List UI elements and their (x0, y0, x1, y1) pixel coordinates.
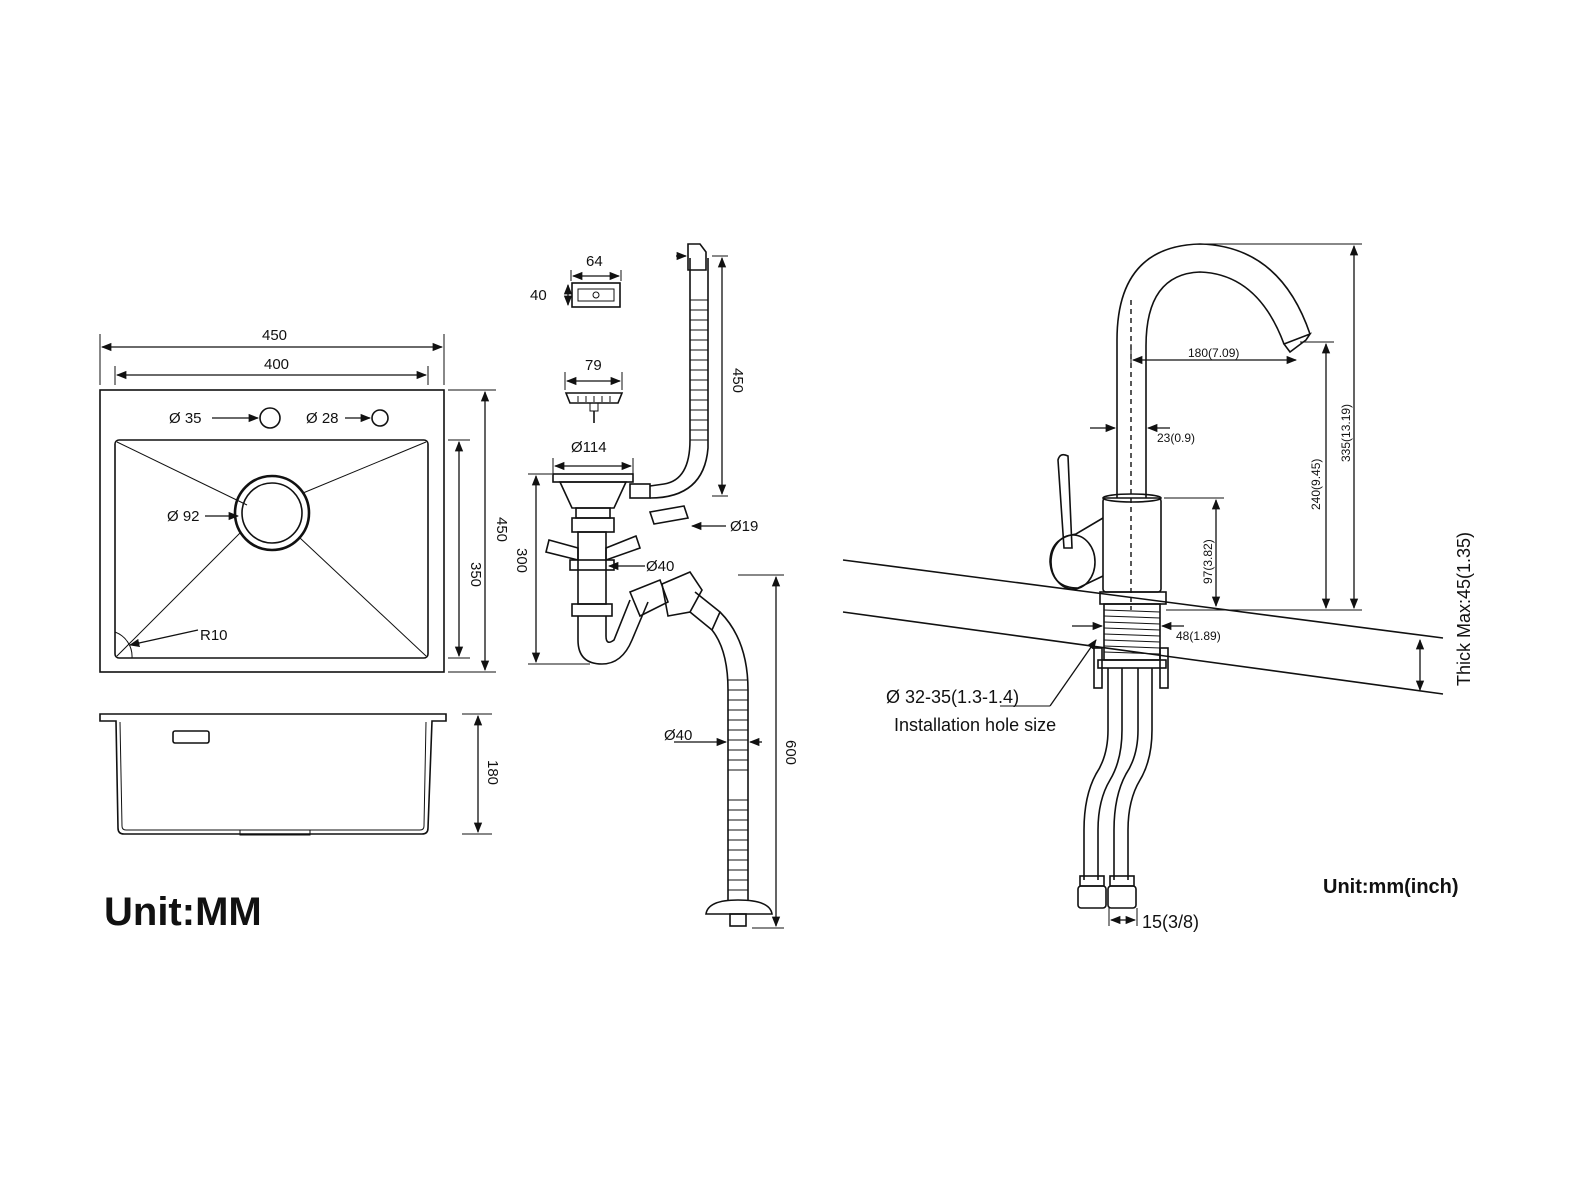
sink-outer-outline (99, 389, 445, 673)
unit-label-right: Unit:mm(inch) (1323, 876, 1459, 898)
strainer-width-label: 79 (585, 357, 602, 374)
drain-hose-ribs (728, 679, 748, 891)
overflow-cover-inner (577, 288, 615, 302)
side-inlet-left (545, 539, 579, 562)
mounting-plate (1097, 659, 1167, 669)
bowl-height-label: 180 (484, 760, 501, 785)
trap-bend-inner (605, 599, 631, 644)
drain-coupling (571, 517, 615, 533)
drain-hose-left (711, 629, 729, 900)
hose-thread-label: 15(3/8) (1142, 912, 1199, 932)
drain-body (558, 481, 628, 509)
thread-lines (1103, 609, 1161, 655)
trap-elbow (628, 578, 669, 618)
faucet-body (1102, 497, 1162, 593)
overflow-hose-ribs (690, 299, 708, 441)
overflow-hose-label: 450 (729, 368, 746, 393)
unit-label-left: Unit:MM (104, 890, 262, 934)
hole-size-label: Ø 32-35(1.3-1.4) (886, 687, 1019, 707)
outer-width-label: 450 (262, 327, 287, 344)
strainer-basket (564, 392, 624, 404)
overflow-hose-left (649, 258, 691, 487)
thickness-label: Thick Max:45(1.35) (1454, 532, 1474, 686)
spout-outer (1116, 243, 1311, 498)
faucet: 15(3/8) 180(7.09) 23(0.9) 97(3.82) 240(9… (842, 243, 1474, 932)
drain-hose-label: 600 (782, 740, 799, 765)
drain-kit: 64 40 79 Ø114 (513, 243, 799, 929)
trap-height-label: 300 (513, 548, 530, 573)
hose-connector (648, 505, 690, 525)
corner-radius-arc (114, 631, 133, 659)
slope-line (302, 441, 427, 494)
slope-line (116, 532, 241, 657)
lever-offset-label: 23(0.9) (1157, 431, 1195, 445)
total-height-label: 335(13.19) (1339, 404, 1353, 462)
drain-nut (575, 507, 611, 519)
handle-base (1049, 517, 1104, 589)
trap-outlet (661, 571, 703, 617)
trap-nut (571, 603, 613, 617)
countertop-top-edge (842, 559, 1444, 639)
faucet-hole-small (371, 409, 389, 427)
drain-hose-right (719, 611, 749, 900)
base-diameter-label: 48(1.89) (1176, 629, 1221, 643)
inner-depth-label: 350 (467, 562, 484, 587)
hole-size-pointer (1049, 639, 1097, 707)
drain-inner-circle (241, 482, 303, 544)
sink-side-view: 180 (99, 713, 501, 836)
overflow-slot (172, 730, 210, 744)
overflow-cover (571, 282, 621, 308)
drain-label: Ø 92 (167, 508, 200, 525)
overflow-width-label: 64 (586, 253, 603, 270)
reach-label: 180(7.09) (1188, 346, 1239, 360)
overflow-hose-right (649, 258, 709, 499)
spout-tip (1282, 332, 1313, 354)
outer-depth-label: 450 (493, 517, 510, 542)
pipe-bottom-diameter-label: Ø40 (664, 727, 692, 744)
drain-hose-foot (705, 899, 773, 915)
sink-side-outline (99, 713, 447, 835)
overflow-hose-head (687, 243, 707, 271)
corner-radius-label: R10 (200, 627, 228, 644)
hole-small-label: Ø 28 (306, 410, 339, 427)
hose-coupler (689, 591, 721, 632)
drain-bottom (239, 829, 311, 836)
drain-nut-mid (569, 559, 615, 571)
drain-hose-tip (729, 913, 747, 927)
mounting-bolt-right (1159, 647, 1169, 689)
supply-hose-right-b (1127, 668, 1153, 880)
sink-top-view: R10 Ø 35 Ø 28 Ø 92 450 400 350 450 (99, 327, 510, 673)
sink-bowl-outline (114, 439, 429, 659)
hose-nut-right (1107, 885, 1137, 909)
spout-inner (1145, 271, 1285, 498)
side-inlet-right (605, 534, 642, 562)
connector-label: Ø19 (730, 518, 758, 535)
inner-width-label: 400 (264, 356, 289, 373)
pipe-top-diameter-label: Ø40 (646, 558, 674, 575)
supply-hose-left-a (1083, 668, 1109, 880)
drain-pipe (577, 531, 607, 605)
slope-line (116, 441, 248, 506)
hole-caption: Installation hole size (894, 715, 1056, 735)
handle-lever (1057, 453, 1073, 549)
trap-bend-outer (577, 601, 649, 665)
spout-height-label: 240(9.45) (1309, 459, 1323, 510)
drain-flange (552, 473, 634, 483)
hose-nut-left (1077, 885, 1107, 909)
hole-large-label: Ø 35 (169, 410, 202, 427)
body-height-label: 97(3.82) (1201, 539, 1215, 584)
slope-line (299, 537, 427, 657)
supply-hose-right-a (1113, 668, 1139, 880)
flange-label: Ø114 (571, 439, 607, 456)
overflow-connector (629, 483, 651, 499)
sink-side-inner (119, 721, 427, 831)
mounting-bolt-left (1093, 647, 1103, 689)
overflow-height-label: 40 (530, 287, 547, 304)
faucet-hole-large (259, 407, 281, 429)
drain-outer-circle (233, 474, 311, 552)
supply-hose-left-b (1097, 668, 1123, 880)
r10-pointer (128, 629, 199, 648)
